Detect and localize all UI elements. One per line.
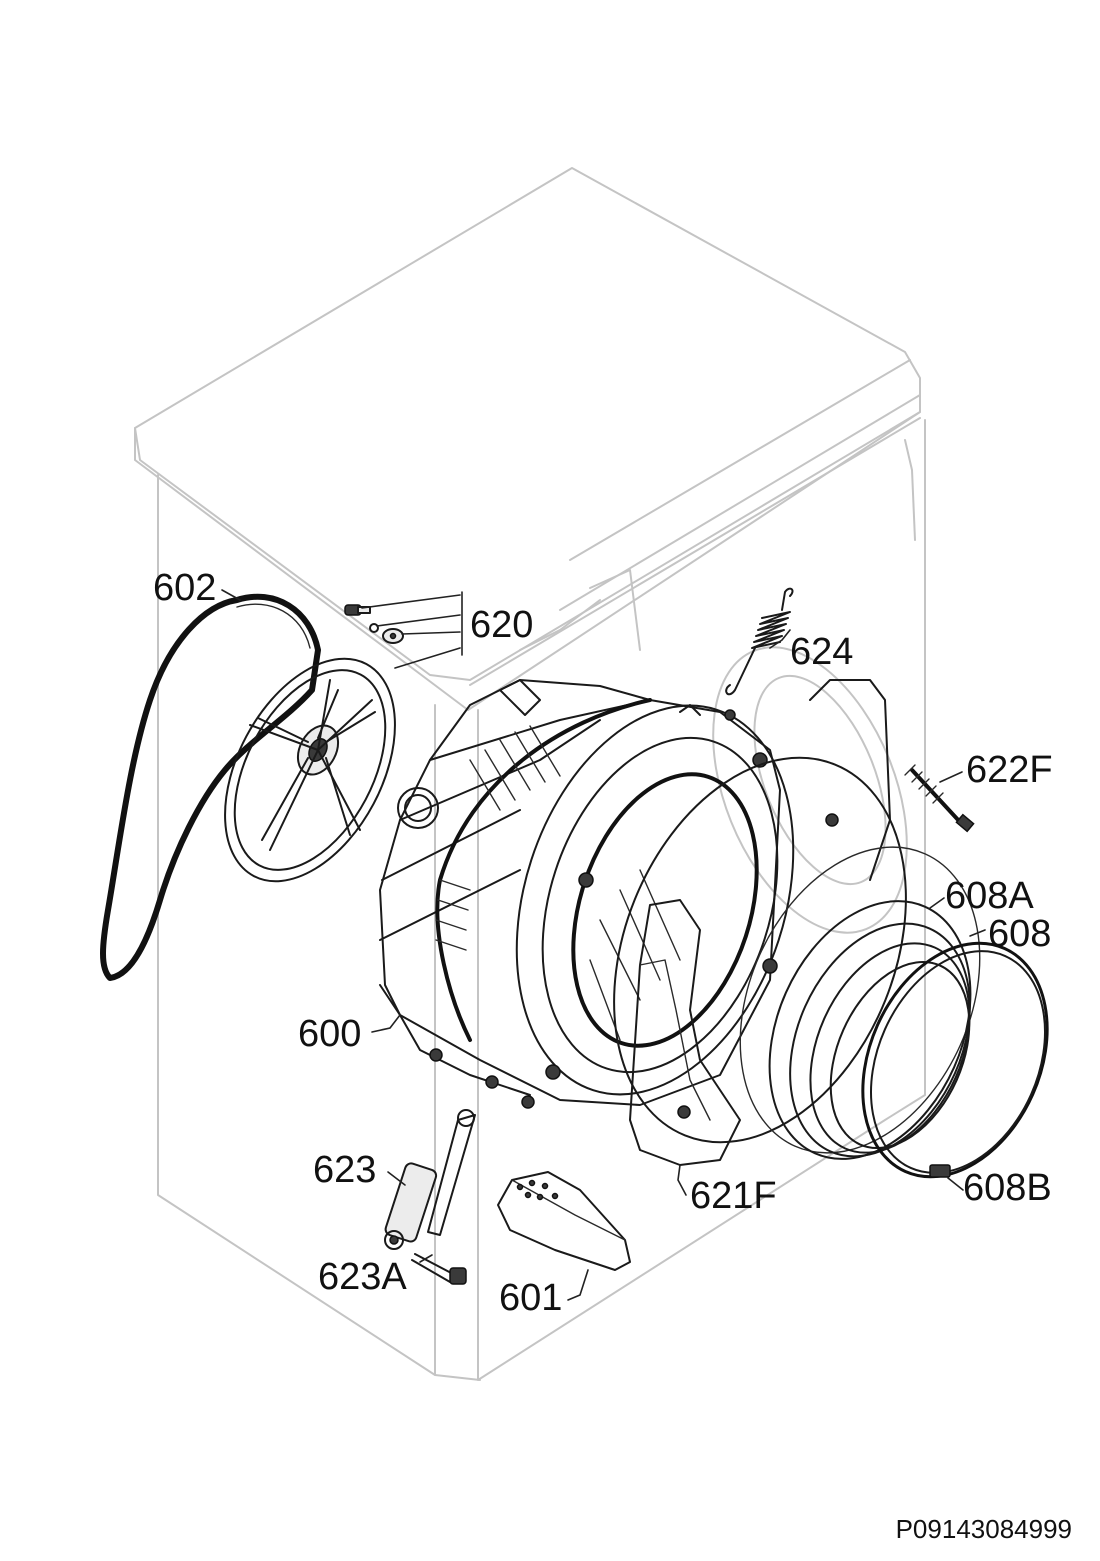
shock-absorber	[384, 1109, 476, 1250]
tub-spring	[725, 587, 794, 696]
pulley-wheel	[224, 657, 396, 883]
cabinet-outline	[134, 167, 926, 1381]
tub-front-cover	[613, 679, 907, 1166]
label-601: 601	[499, 1277, 562, 1319]
label-622f: 622F	[966, 749, 1053, 791]
tub-front	[515, 704, 795, 1096]
drive-belt	[100, 593, 321, 981]
door-seal-assembly	[739, 846, 1049, 1179]
label-621f: 621F	[690, 1175, 777, 1217]
leader-lines	[221, 589, 986, 1301]
screw-washer-set	[344, 591, 463, 669]
drum-paddle	[497, 1171, 631, 1271]
label-608b: 608B	[963, 1167, 1052, 1209]
washing-tub	[379, 679, 781, 1109]
label-608a: 608A	[945, 875, 1034, 917]
label-623: 623	[313, 1149, 376, 1191]
label-602: 602	[153, 567, 216, 609]
tub-screw	[904, 764, 975, 833]
part-labels: 602 620 624 622F 608A 608 600 623 621F 6…	[153, 567, 1053, 1319]
reference-code: P09143084999	[896, 1514, 1072, 1544]
label-624: 624	[790, 631, 853, 673]
label-620: 620	[470, 604, 533, 646]
label-623a: 623A	[318, 1256, 407, 1298]
absorber-pin	[411, 1253, 467, 1285]
label-608: 608	[988, 913, 1051, 955]
label-600: 600	[298, 1013, 361, 1055]
